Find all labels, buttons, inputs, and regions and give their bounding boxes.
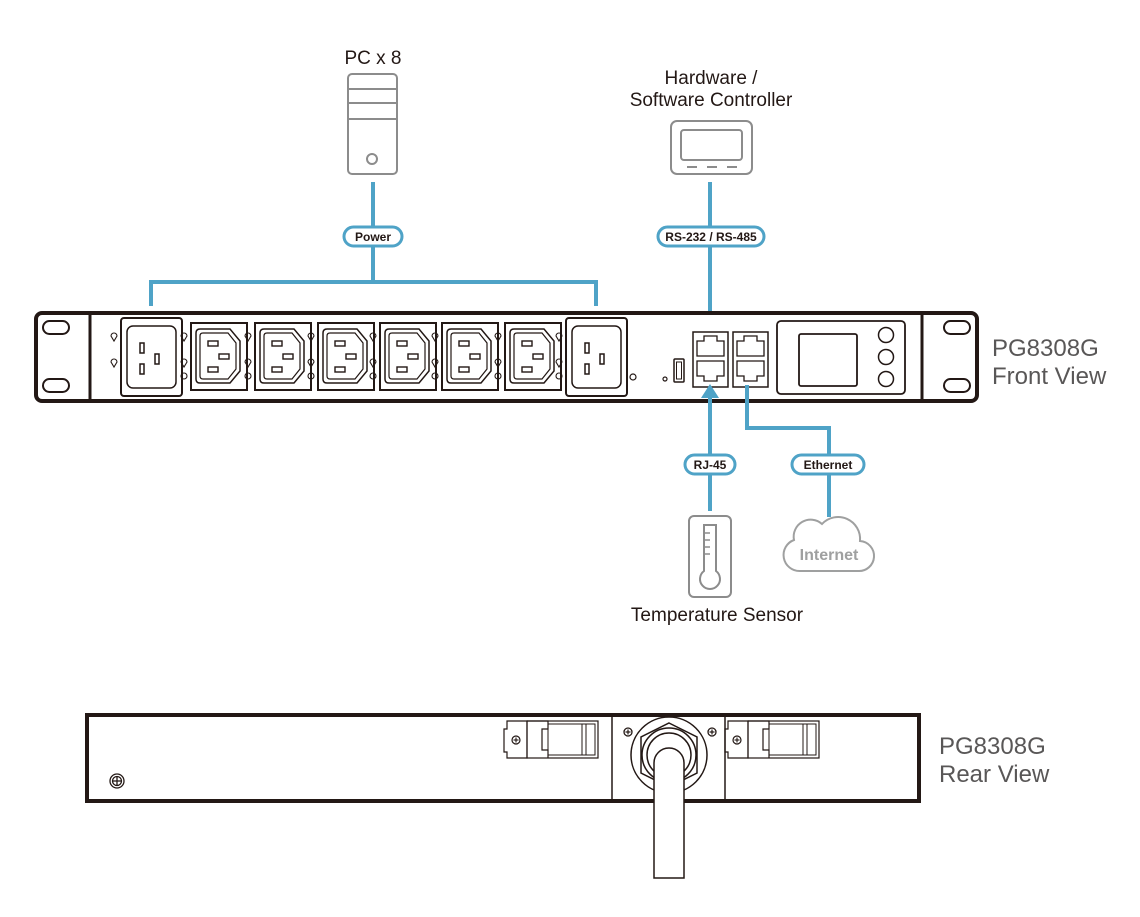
thermometer-icon xyxy=(688,515,732,598)
ground-screw-icon xyxy=(109,773,125,789)
pc-group: PC x 8 xyxy=(344,48,402,175)
rj45-pill-label: RJ-45 xyxy=(694,458,727,472)
controller-group: Hardware / Software Controller xyxy=(630,68,793,175)
circuit-breaker-icon[interactable] xyxy=(503,720,599,759)
indicator-led-icon xyxy=(431,332,439,380)
lcd-button-icon xyxy=(877,326,895,344)
power-cable: Power xyxy=(149,182,598,306)
rack-hole-icon xyxy=(943,320,971,335)
lcd-screen xyxy=(798,333,858,387)
pc-label: PC x 8 xyxy=(344,48,401,69)
sensor-group: Temperature Sensor xyxy=(631,515,804,626)
front-model-label: PG8308G xyxy=(992,335,1099,362)
rear-view-label: Rear View xyxy=(939,761,1050,788)
panel-screw-icon xyxy=(707,727,717,737)
circuit-breakers xyxy=(503,720,820,759)
indicator-led-icon xyxy=(110,332,118,369)
outlet-c13-icon xyxy=(441,322,499,391)
rj45-port-icon xyxy=(696,335,725,357)
lcd-panel xyxy=(776,320,906,395)
indicator-led-icon xyxy=(555,332,563,380)
cloud-icon: Internet xyxy=(782,516,876,573)
indicator-led-icon xyxy=(180,332,188,380)
serial-pill xyxy=(656,225,766,248)
rj45-pill xyxy=(683,453,737,476)
front-view-chassis xyxy=(34,311,979,403)
outlet-c13-icon xyxy=(254,322,312,391)
lcd-button-icon xyxy=(877,348,895,366)
outlet-c13-icon xyxy=(190,322,248,391)
rj45-port-icon xyxy=(736,360,765,382)
power-pill xyxy=(342,225,404,248)
sensor-label: Temperature Sensor xyxy=(631,605,804,626)
power-pill-label: Power xyxy=(355,230,391,244)
arrow-up-icon xyxy=(701,384,719,398)
ethernet-pill-label: Ethernet xyxy=(804,458,853,472)
serial-cable: RS-232 / RS-485 xyxy=(656,182,766,330)
rj45-cable: RJ-45 xyxy=(683,384,737,511)
panel-screw-icon xyxy=(623,727,633,737)
usb-port-icon xyxy=(673,358,685,383)
rj45-port-icon xyxy=(696,360,725,382)
outlet-row xyxy=(110,317,628,397)
indicator-led-icon xyxy=(494,332,502,380)
pc-tower-icon xyxy=(347,73,398,175)
serial-pill-label: RS-232 / RS-485 xyxy=(665,230,757,244)
controller-icon xyxy=(670,120,753,175)
outlet-c13-icon xyxy=(379,322,437,391)
outlet-c19-icon xyxy=(565,317,628,397)
power-cable-branch xyxy=(149,280,598,306)
indicator-led-icon xyxy=(369,332,377,380)
outlet-c19-icon xyxy=(120,317,183,397)
power-cord xyxy=(653,747,685,879)
ethernet-cable: Ethernet xyxy=(745,385,866,517)
internet-label: Internet xyxy=(800,547,859,564)
outlet-c13-icon xyxy=(504,322,562,391)
lcd-button-icon xyxy=(877,370,895,388)
indicator-led-icon xyxy=(244,332,252,380)
rack-hole-icon xyxy=(42,320,70,335)
rear-view-chassis xyxy=(85,713,921,879)
circuit-breaker-icon[interactable] xyxy=(724,720,820,759)
controller-label-line2: Software Controller xyxy=(630,90,793,111)
rack-hole-icon xyxy=(42,378,70,393)
ethernet-pill xyxy=(790,453,866,476)
front-view-label: Front View xyxy=(992,363,1107,390)
indicator-led-icon xyxy=(307,332,315,380)
rack-hole-icon xyxy=(943,378,971,393)
rj45-port-icon xyxy=(736,335,765,357)
rear-model-label: PG8308G xyxy=(939,733,1046,760)
outlet-c13-icon xyxy=(317,322,375,391)
controller-label-line1: Hardware / xyxy=(665,68,759,89)
